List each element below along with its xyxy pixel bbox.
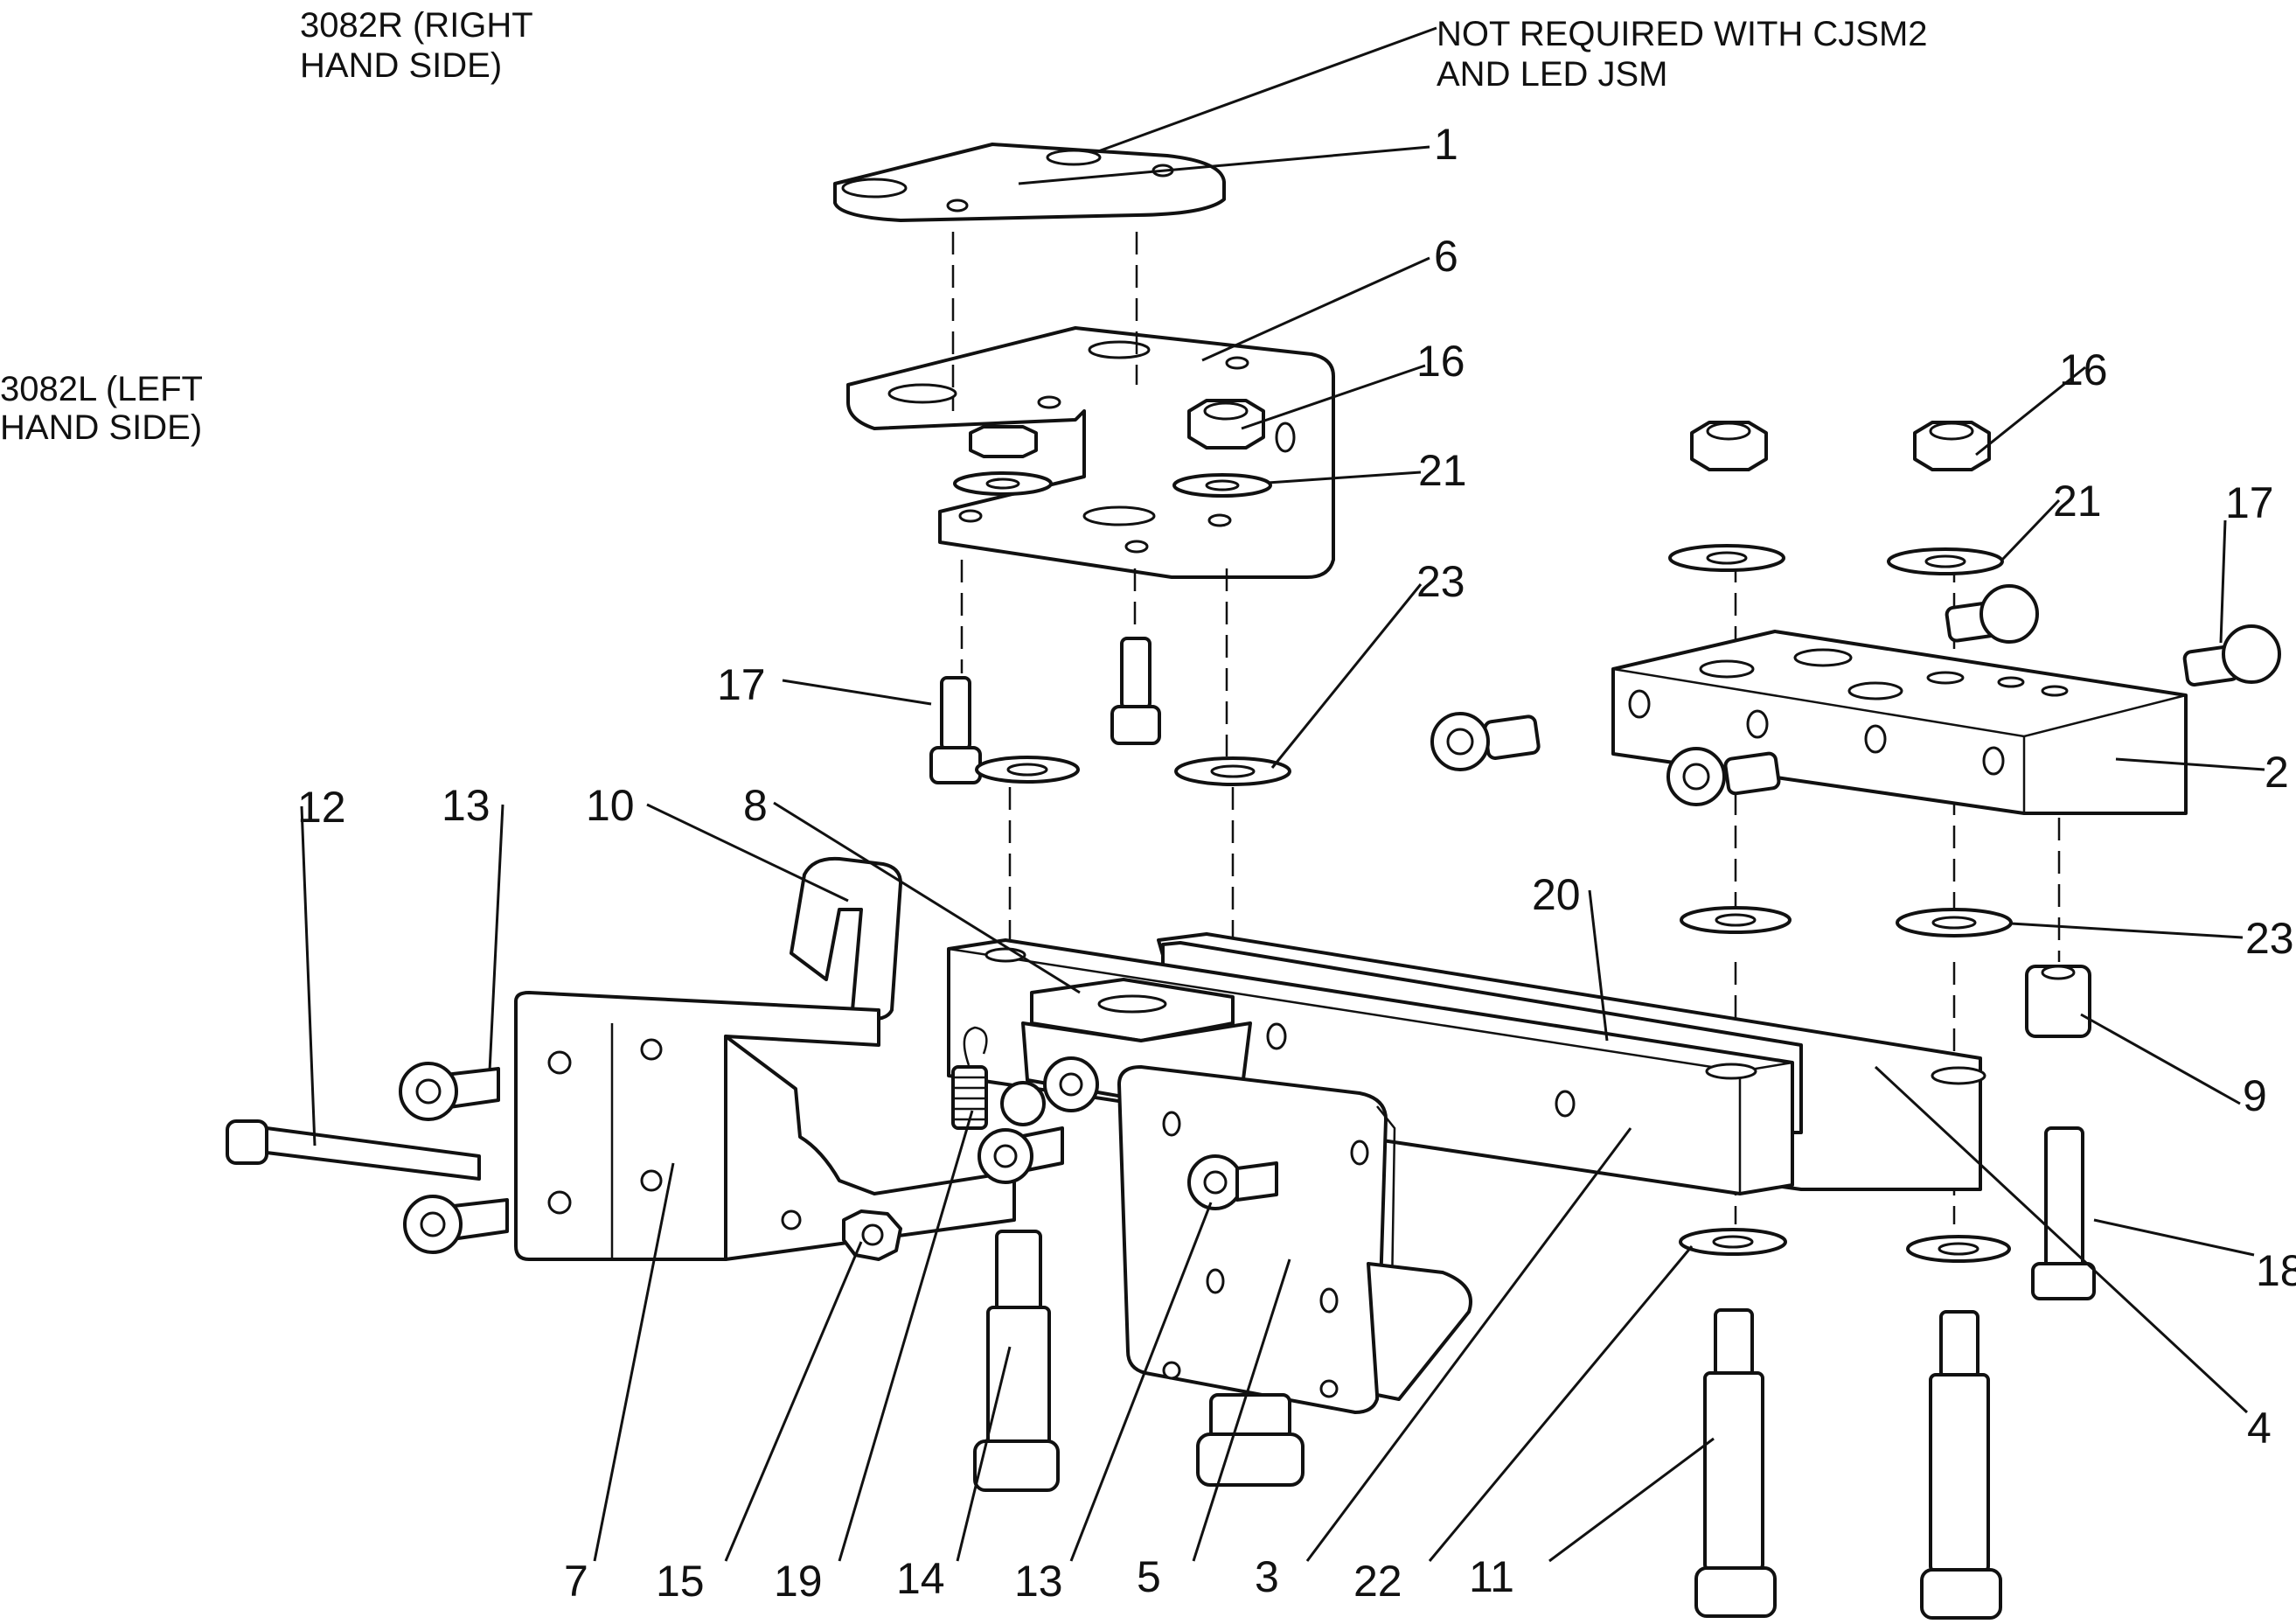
socket-screw-front bbox=[1666, 747, 1781, 806]
part-16-nut-right-a bbox=[1690, 421, 1768, 471]
callout-17-right: 17 bbox=[2225, 478, 2274, 527]
callout-13-lower: 13 bbox=[1014, 1557, 1063, 1606]
part-15-nut bbox=[842, 1209, 902, 1261]
callout-21: 21 bbox=[1418, 446, 1467, 495]
callout-18: 18 bbox=[2256, 1246, 2296, 1295]
callout-21-right: 21 bbox=[2053, 477, 2102, 526]
callout-3: 3 bbox=[1255, 1552, 1279, 1601]
part-22-washer bbox=[1679, 1228, 1787, 1256]
part-11-shoulder-bolt-b bbox=[1920, 1310, 2002, 1620]
part-21-washer-upper bbox=[1172, 473, 1272, 498]
note-right-hand-line2: HAND SIDE) bbox=[300, 46, 502, 85]
socket-screw-latch-c bbox=[978, 1126, 1064, 1184]
part-16-nut-upper bbox=[1187, 399, 1265, 450]
callout-23-right: 23 bbox=[2245, 914, 2294, 963]
note-left-hand-line2: HAND SIDE) bbox=[0, 408, 202, 447]
part-7-side-bracket bbox=[514, 991, 1016, 1261]
part-17-bolt-left bbox=[929, 676, 982, 784]
part-6-mounting-bracket bbox=[846, 326, 1335, 579]
socket-screw-latch-b bbox=[1000, 1081, 1046, 1126]
callout-8: 8 bbox=[743, 781, 768, 830]
part-13-screw-lower bbox=[403, 1195, 509, 1254]
part-16-nut-right-b bbox=[1913, 421, 1991, 471]
callout-7: 7 bbox=[564, 1557, 588, 1606]
part-12-long-bolt bbox=[226, 1119, 481, 1181]
socket-screw-left bbox=[1430, 712, 1541, 771]
part-19-spring bbox=[951, 1026, 988, 1130]
callout-2: 2 bbox=[2265, 748, 2289, 797]
part-13-screw-upper bbox=[399, 1062, 500, 1121]
bolt-under-plate bbox=[1196, 1393, 1305, 1487]
socket-screw-back bbox=[1945, 584, 2039, 644]
part-23-washer-upper bbox=[1174, 756, 1291, 786]
callout-11: 11 bbox=[1469, 1552, 1514, 1601]
socket-screw-latch-a bbox=[1043, 1056, 1099, 1112]
callout-5: 5 bbox=[1137, 1552, 1161, 1601]
part-17-bolt-mid bbox=[1110, 637, 1161, 745]
washer-mid-left bbox=[975, 756, 1080, 784]
nut-upper-left bbox=[969, 425, 1038, 458]
callout-19: 19 bbox=[774, 1557, 823, 1606]
callout-20: 20 bbox=[1532, 870, 1581, 919]
callout-15: 15 bbox=[656, 1557, 705, 1606]
callout-9: 9 bbox=[2243, 1071, 2267, 1120]
washer-lower-right bbox=[1906, 1235, 2011, 1263]
part-9-spacer bbox=[2025, 965, 2091, 1038]
washer-upper-left bbox=[953, 471, 1053, 496]
part-14-shoulder-bolt bbox=[973, 1230, 1060, 1492]
part-11-shoulder-bolt-a bbox=[1694, 1308, 1777, 1618]
callout-4: 4 bbox=[2247, 1404, 2272, 1453]
callout-17: 17 bbox=[717, 660, 766, 709]
leader-lines bbox=[300, 145, 2265, 1563]
note-left-hand-line1: 3082L (LEFT bbox=[0, 370, 203, 408]
callout-23: 23 bbox=[1416, 557, 1465, 606]
callout-16-right: 16 bbox=[2059, 345, 2108, 394]
callout-12: 12 bbox=[297, 783, 346, 832]
part-23-washer-right bbox=[1896, 908, 2013, 937]
callout-22: 22 bbox=[1353, 1557, 1402, 1606]
part-21-washer-right bbox=[1887, 547, 2004, 575]
callout-10: 10 bbox=[586, 781, 635, 830]
part-17-screw-right bbox=[2182, 624, 2281, 687]
part-5-plate bbox=[1117, 1065, 1472, 1414]
callout-1: 1 bbox=[1434, 120, 1458, 169]
callout-16: 16 bbox=[1416, 337, 1465, 386]
callout-14: 14 bbox=[896, 1554, 945, 1603]
part-18-pin bbox=[2031, 1126, 2096, 1300]
callout-13-upper: 13 bbox=[442, 781, 491, 830]
note-right-hand-line1: 3082R (RIGHT bbox=[300, 6, 533, 45]
callout-6: 6 bbox=[1434, 232, 1458, 281]
washer-right-c bbox=[1680, 906, 1792, 934]
note-not-required-line2: AND LED JSM bbox=[1437, 55, 1668, 94]
note-not-required-line1: NOT REQUIRED WITH CJSM2 bbox=[1437, 15, 1928, 53]
washer-right-a bbox=[1668, 544, 1785, 572]
